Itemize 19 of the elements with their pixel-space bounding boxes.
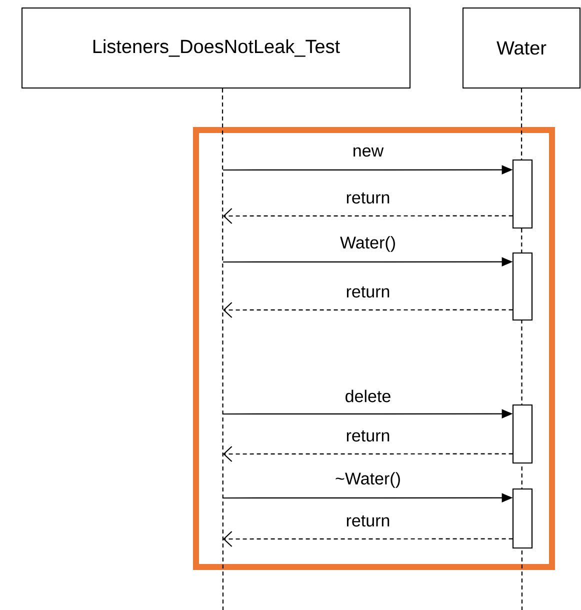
activation-bar [512,252,533,321]
edge-label: return [344,285,392,299]
activation-bar [512,404,533,464]
participant-box: Listeners_DoesNotLeak_Test [22,8,410,88]
edge-label: ~Water() [334,471,402,489]
edge-label: delete [344,388,392,404]
return-arrow [223,531,513,547]
return-arrow [223,208,513,224]
edge-label: Water() [339,235,398,253]
lifeline [222,88,224,610]
return-arrow [223,446,513,462]
edge-label: return [344,514,392,528]
return-arrow [223,302,513,318]
edge-label: return [344,191,392,205]
participant-box: Water [462,8,580,88]
activation-bar [512,488,533,549]
edge-label: return [344,429,392,443]
edge-label: new [351,146,385,158]
activation-bar [512,159,533,229]
